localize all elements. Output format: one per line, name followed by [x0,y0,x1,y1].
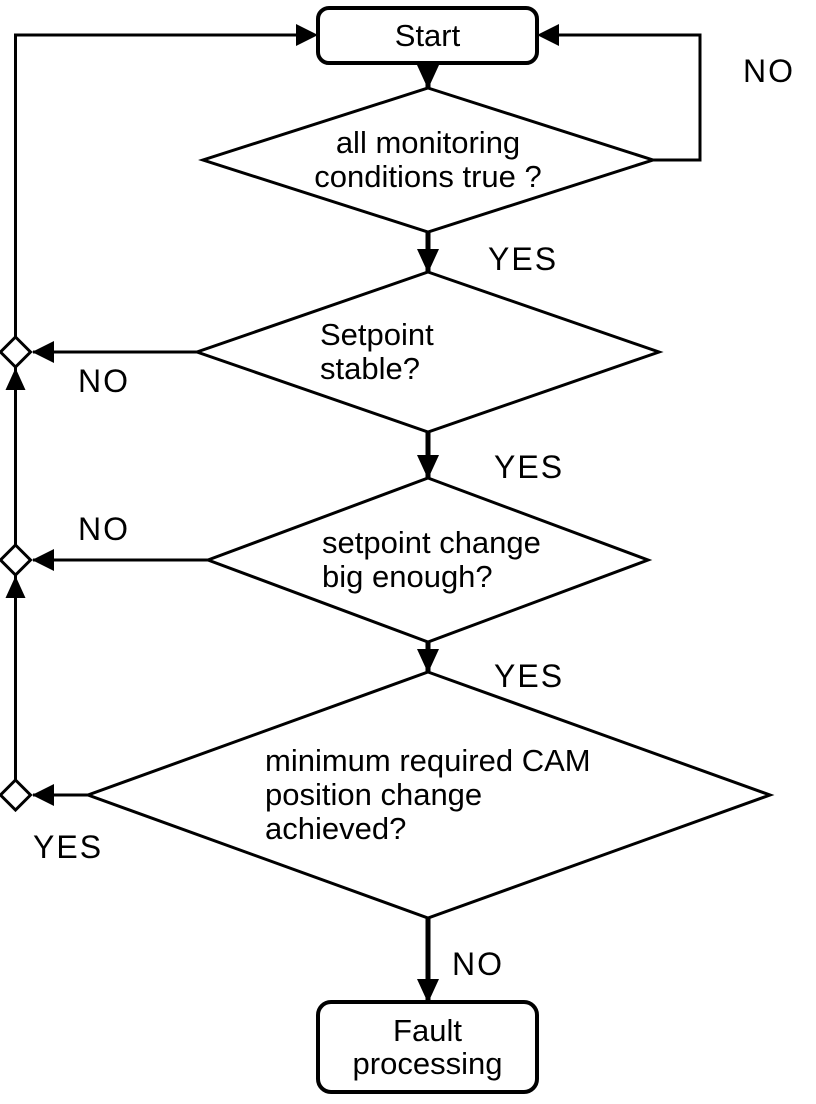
arrowhead-into-connector-2 [32,341,54,363]
decision-4-line-1: minimum required CAM [265,743,591,778]
decision-1-label: all monitoring conditions true ? [278,126,578,194]
start-node-label: Start [394,18,461,53]
decision-4-shape [83,670,775,920]
label-no-decision-2: NO [78,363,130,399]
left-return-line [14,33,302,780]
label-yes-decision-1: YES [488,241,559,277]
arrowhead-up-below-connector-3 [5,576,26,598]
label-no-decision-3: NO [78,511,130,547]
decision-4-label: minimum required CAM position change ach… [265,744,591,846]
right-no-loop-line [548,33,702,162]
label-yes-decision-2: YES [494,449,565,485]
connector-diamond-2 [0,334,33,370]
decision-3-line-2: big enough? [322,559,493,594]
decision-1-line-1: all monitoring [335,125,521,160]
arrowhead-into-decision-3 [417,455,439,479]
start-node: Start [318,8,537,63]
arrowhead-into-connector-3 [32,549,54,571]
arrowhead-into-start-left [296,24,318,46]
decision-3-label: setpoint change big enough? [322,526,541,594]
decision-3-shape [203,476,653,644]
decision-2-line-2: stable? [320,351,420,386]
connector-diamond-3 [0,542,33,578]
decision-2-line-1: Setpoint [320,317,434,352]
fault-node: Fault processing [318,1002,537,1092]
start-node-shape [316,6,539,65]
arrowhead-into-start-right [537,24,559,46]
label-yes-decision-4: YES [33,829,104,865]
fault-node-line-1: Fault [393,1013,462,1048]
label-no-decision-4: NO [452,946,504,982]
arrowhead-up-below-connector-2 [5,368,26,390]
decision-4-line-2: position change [265,777,483,812]
connector-diamond-4 [0,777,33,813]
arrowhead-into-fault [417,979,439,1003]
arrowhead-into-decision-4 [417,649,439,673]
decision-1-shape [198,86,658,234]
decision-3-line-1: setpoint change [322,525,541,560]
arrowhead-into-decision-2 [417,249,439,273]
decision-2-shape [192,270,664,434]
decision-4-line-3: achieved? [265,811,407,846]
arrowhead-into-decision-1 [417,65,439,89]
fault-node-shape [316,1000,539,1094]
label-no-top-loop: NO [743,53,795,89]
fault-node-line-2: processing [352,1046,503,1081]
label-yes-decision-3: YES [494,658,565,694]
arrowhead-into-connector-4 [32,784,54,806]
decision-2-label: Setpoint stable? [320,318,434,386]
decision-1-line-2: conditions true ? [314,159,542,194]
